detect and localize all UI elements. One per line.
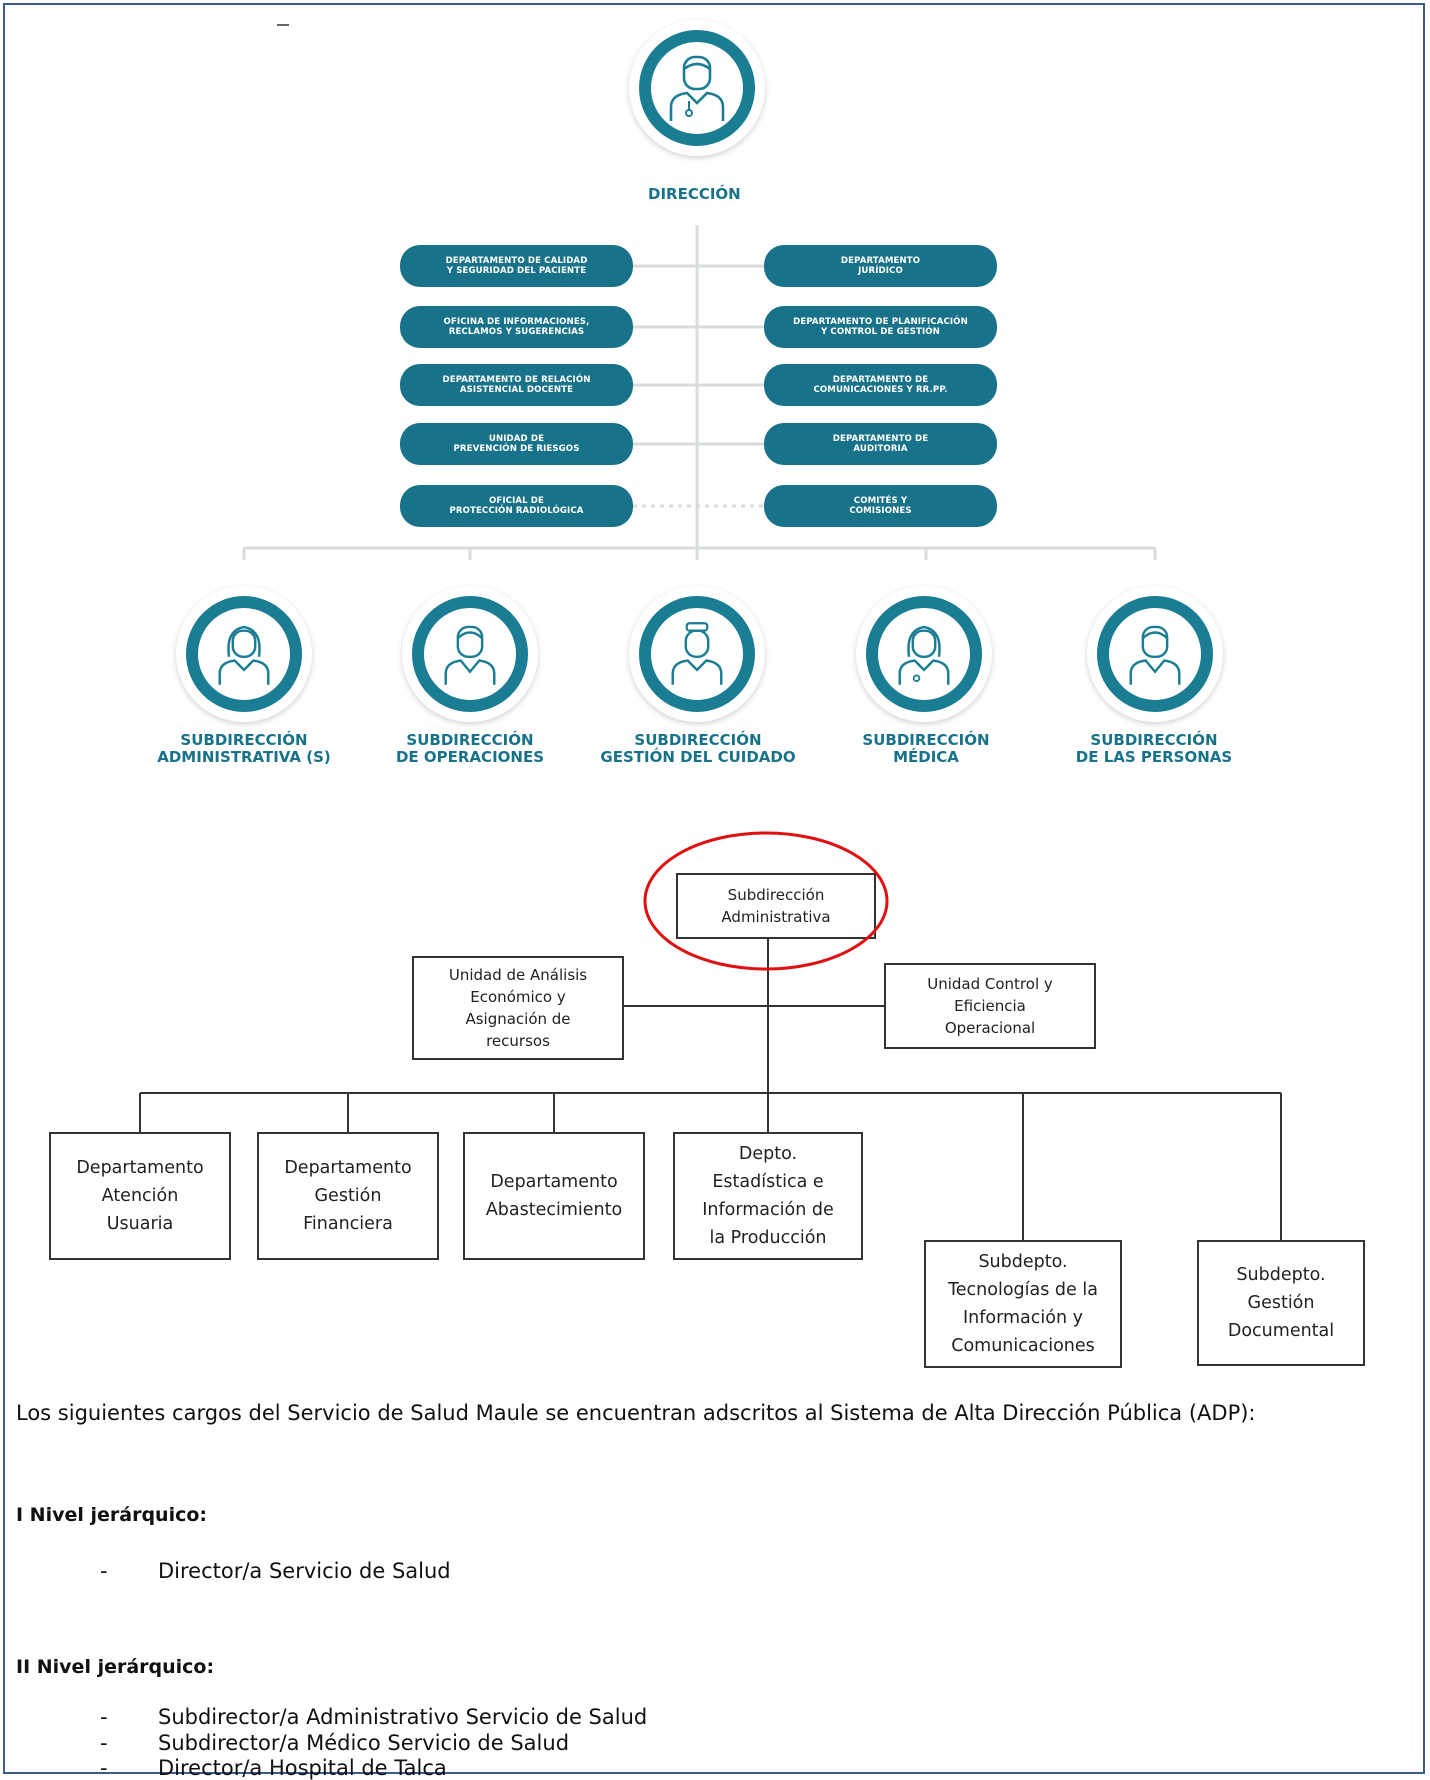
list-bullet: - — [100, 1731, 108, 1755]
depto-gestion-financiera-box: Departamento Gestión Financiera — [257, 1132, 439, 1260]
subdireccion-administrativa-box: Subdirección Administrativa — [676, 873, 876, 939]
man-person-icon — [444, 625, 496, 685]
man-person-icon — [1129, 625, 1181, 685]
list-bullet: - — [100, 1559, 108, 1583]
list-item-text: Director/a Hospital de Talca — [158, 1756, 447, 1780]
unidad-analisis-economico-box: Unidad de Análisis Económico y Asignació… — [412, 956, 624, 1060]
unit-comunicaciones: DEPARTAMENTO DE COMUNICACIONES Y RR.PP. — [764, 364, 997, 406]
unidad-control-eficiencia-box: Unidad Control y Eficiencia Operacional — [884, 963, 1096, 1049]
subdir-medica-avatar-icon — [856, 586, 992, 722]
level2-heading: II Nivel jerárquico: — [16, 1656, 215, 1678]
doctor-woman-icon — [898, 625, 950, 685]
unit-calidad: DEPARTAMENTO DE CALIDAD Y SEGURIDAD DEL … — [400, 245, 633, 287]
subdepto-tic-box: Subdepto. Tecnologías de la Información … — [924, 1240, 1122, 1368]
subdir-operaciones-avatar-icon — [402, 586, 538, 722]
subdir-personas-label: SUBDIRECCIÓN DE LAS PERSONAS — [1075, 731, 1233, 766]
subdir-administrativa-label: SUBDIRECCIÓN ADMINISTRATIVA (S) — [157, 731, 331, 766]
unit-comites: COMITÉS Y COMISIONES — [764, 485, 997, 527]
unit-proteccion-radiologica: OFICIAL DE PROTECCIÓN RADIOLÓGICA — [400, 485, 633, 527]
subdepto-gestion-documental-box: Subdepto. Gestión Documental — [1197, 1240, 1365, 1366]
page-frame — [3, 3, 1425, 1774]
depto-abastecimiento-box: Departamento Abastecimiento — [463, 1132, 645, 1260]
doctor-person-icon — [669, 55, 725, 121]
unit-planificacion: DEPARTAMENTO DE PLANIFICACIÓN Y CONTROL … — [764, 306, 997, 348]
unit-auditoria: DEPARTAMENTO DE AUDITORIA — [764, 423, 997, 465]
list-item-text: Subdirector/a Médico Servicio de Salud — [158, 1731, 570, 1755]
unit-juridico: DEPARTAMENTO JURÍDICO — [764, 245, 997, 287]
depto-estadistica-box: Depto. Estadística e Información de la P… — [673, 1132, 863, 1260]
level1-heading: I Nivel jerárquico: — [16, 1504, 208, 1526]
subdir-cuidado-avatar-icon — [629, 586, 765, 722]
list-item-text: Subdirector/a Administrativo Servicio de… — [158, 1705, 648, 1729]
highlight-circle — [643, 831, 889, 971]
intro-paragraph: Los siguientes cargos del Servicio de Sa… — [16, 1401, 1256, 1425]
subdir-administrativa-avatar-icon — [176, 586, 312, 722]
list-item-text: Director/a Servicio de Salud — [158, 1559, 451, 1583]
woman-person-icon — [218, 625, 270, 685]
stray-mark — [277, 24, 289, 26]
nurse-person-icon — [671, 622, 723, 685]
subdir-operaciones-label: SUBDIRECCIÓN DE OPERACIONES — [395, 731, 544, 766]
list-bullet: - — [100, 1756, 108, 1780]
subdir-medica-label: SUBDIRECCIÓN MÉDICA — [862, 731, 990, 766]
director-avatar-icon — [629, 20, 765, 156]
list-bullet: - — [100, 1705, 108, 1729]
subdir-cuidado-label: SUBDIRECCIÓN GESTIÓN DEL CUIDADO — [600, 731, 796, 766]
unit-oirs: OFICINA DE INFORMACIONES, RECLAMOS Y SUG… — [400, 306, 633, 348]
top-chart-connectors — [242, 225, 1157, 560]
depto-atencion-usuaria-box: Departamento Atención Usuaria — [49, 1132, 231, 1260]
direccion-label: DIRECCIÓN — [648, 185, 741, 203]
unit-prevencion-riesgos: UNIDAD DE PREVENCIÓN DE RIESGOS — [400, 423, 633, 465]
subdir-personas-avatar-icon — [1087, 586, 1223, 722]
unit-relacion-asistencial: DEPARTAMENTO DE RELACIÓN ASISTENCIAL DOC… — [400, 364, 633, 406]
